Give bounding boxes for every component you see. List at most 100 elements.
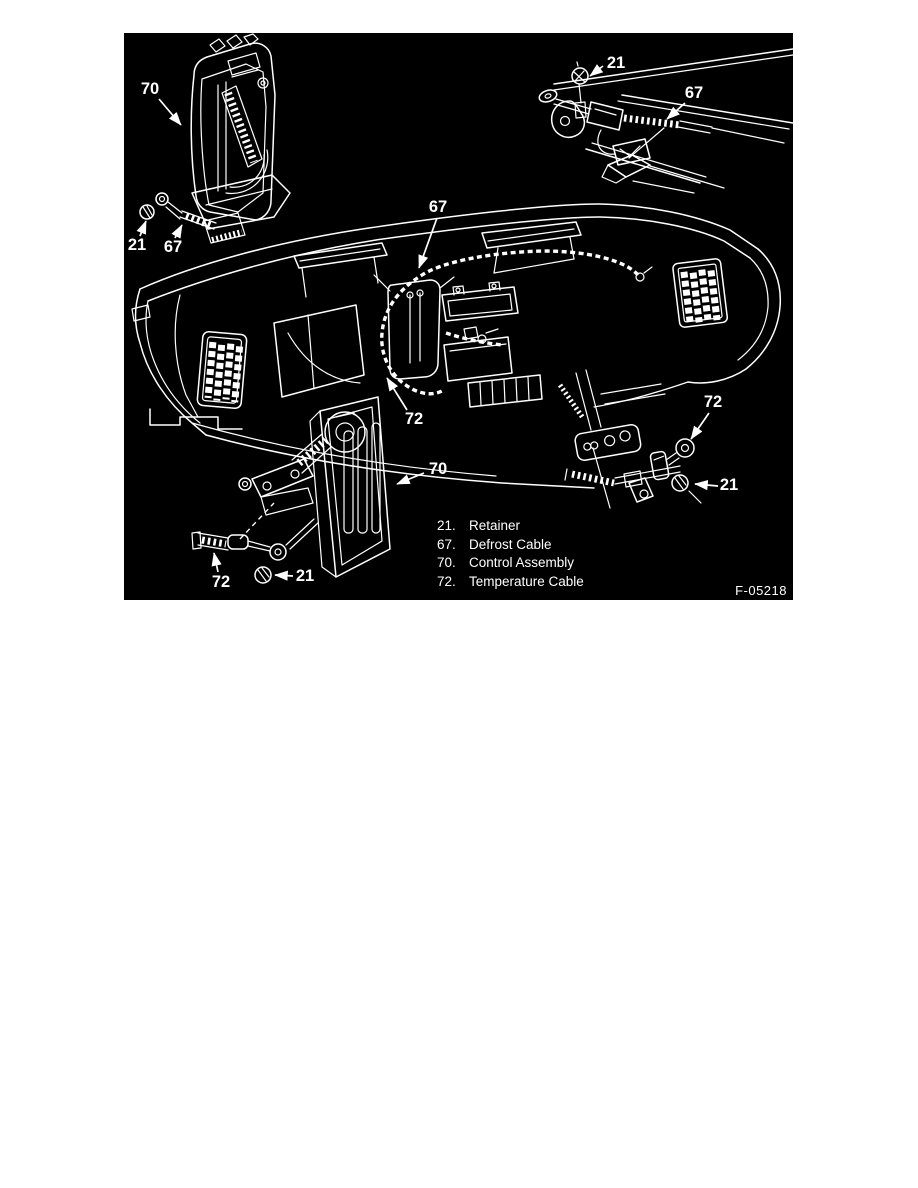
- control-assembly-top-left-drawing: [136, 33, 291, 244]
- cable-sheath-1: [679, 120, 713, 128]
- retainer-clip-head: [571, 67, 589, 85]
- left-grille-holes-col3: [222, 343, 235, 400]
- cable-rod-top: [555, 98, 592, 110]
- defrost-cable-branch: [445, 331, 503, 347]
- lever-arm-upper: [251, 458, 314, 498]
- panel-edge-upper-1: [553, 48, 793, 85]
- assembly-foot: [203, 212, 246, 244]
- legend-label: Defrost Cable: [469, 536, 552, 552]
- bracket-hole-c: [619, 430, 631, 442]
- panel-edge-lower-2: [617, 100, 790, 130]
- finned-block-outline: [467, 374, 543, 408]
- dash-top-rim-inner: [147, 216, 751, 302]
- assembly-base: [191, 174, 291, 230]
- trim-hatch: [557, 383, 586, 420]
- crank-arm: [628, 477, 654, 503]
- control-assembly-bottom-left-drawing: [191, 396, 425, 584]
- temperature-cable-detail-drawing: [557, 369, 719, 509]
- lever-hatch: [224, 91, 258, 164]
- cable-sheath-tail: [711, 127, 785, 144]
- dash-left-tab: [131, 304, 151, 322]
- legend-item-defrost-cable: 67. Defrost Cable: [437, 536, 584, 555]
- fin-3: [503, 379, 506, 404]
- temp-cable-coil-section: [571, 470, 615, 487]
- connector-tab-1: [209, 38, 226, 53]
- legend-label: Temperature Cable: [469, 573, 584, 589]
- pivot-outer: [257, 77, 269, 89]
- retainer-nut-hatch2: [678, 475, 687, 486]
- arm-pin-outer: [238, 477, 252, 491]
- diagram-svg: 70 21 67 21 67 67 72 70 72 21 72 21: [128, 33, 793, 591]
- plate-slot-2: [357, 426, 368, 534]
- temp-cable-eyelet-inner: [680, 443, 690, 453]
- plate-flange: [309, 410, 337, 578]
- glove-inner-line: [307, 314, 315, 390]
- diagonal-strut: [628, 127, 665, 159]
- retainer-ball-hatch2: [261, 567, 270, 578]
- support-line-4: [604, 393, 666, 405]
- teardrop-hole: [559, 115, 571, 127]
- vent-left-leg1: [301, 267, 307, 298]
- retainer-grommet: [139, 204, 155, 220]
- callout-67-top-left: 67: [164, 238, 182, 256]
- retainer-grommet-hatch2: [146, 205, 153, 216]
- heater-box: [373, 274, 455, 380]
- temp-cable-eyelet-outer: [675, 438, 695, 458]
- vent-assembly-inner: [447, 293, 513, 317]
- right-grille-holes-col4: [707, 270, 721, 321]
- eyelet-link-2: [668, 457, 680, 466]
- cable-routing-dashed: [239, 502, 275, 540]
- legend-item-retainer: 21. Retainer: [437, 517, 584, 536]
- ribbed-plate-inner: [327, 406, 383, 566]
- legend-item-temperature-cable: 72. Temperature Cable: [437, 573, 584, 592]
- support-line-1: [575, 372, 592, 431]
- arm-hole-2: [290, 469, 300, 479]
- legend-label: Control Assembly: [469, 555, 575, 571]
- washer-outer: [155, 192, 169, 206]
- fin-2: [491, 380, 494, 405]
- rail-tail-2: [632, 180, 695, 194]
- vent-right-leg1: [493, 247, 499, 274]
- dash-left-face-line: [174, 294, 199, 418]
- cable-sheath-2: [677, 126, 711, 134]
- link-rod-2: [289, 522, 319, 550]
- right-grille-frame: [672, 258, 729, 328]
- teardrop-bracket: [550, 100, 586, 138]
- cable-clamp: [649, 450, 670, 481]
- ribbed-plate-outline: [319, 396, 391, 578]
- callout-72-center: 72: [405, 410, 423, 428]
- fin-4: [515, 378, 518, 402]
- callout-70-top-left: 70: [141, 80, 159, 98]
- dash-bottom-edge-inner: [191, 422, 497, 477]
- hook-curve: [597, 129, 616, 155]
- plate-slot-3: [371, 422, 381, 534]
- clip-head-hatch1: [573, 71, 586, 83]
- callout-21-top-right: 21: [607, 54, 625, 72]
- vent-right-slot: [487, 228, 575, 242]
- arm-hole-1: [262, 481, 272, 491]
- leader-21-bottom-left: [274, 570, 294, 581]
- clip-head-hatch2: [574, 70, 585, 82]
- left-grille-holes-col4: [231, 346, 244, 403]
- callout-72-bottom-right: 72: [704, 393, 722, 411]
- leader-21-bottom-right: [694, 480, 719, 491]
- legend-number: 72.: [437, 573, 456, 589]
- rail-tail-1: [649, 165, 725, 189]
- cable-coil-section: [623, 114, 681, 129]
- cable-outline-bottom: [197, 544, 229, 551]
- cable-eyelet-outer: [269, 543, 287, 561]
- retainer-tail-line: [688, 490, 702, 504]
- figure-panel: 70 21 67 21 67 67 72 70 72 21 72 21 21. …: [124, 33, 793, 600]
- spring-edge-2: [301, 446, 332, 474]
- callout-67-center: 67: [429, 198, 447, 216]
- glove-inner-curve: [287, 332, 361, 384]
- leader-72-bottom-left: [211, 552, 222, 573]
- heater-rod1-head: [406, 291, 414, 299]
- cable-ferrule: [623, 470, 643, 488]
- cable-rod-1: [167, 201, 183, 214]
- retainer-nut: [671, 474, 689, 492]
- leader-70-top-left: [158, 98, 182, 126]
- leader-70-bottom-left: [396, 472, 425, 485]
- legend: 21. Retainer 67. Defrost Cable 70. Contr…: [437, 517, 584, 591]
- lower-rail-1: [585, 148, 701, 184]
